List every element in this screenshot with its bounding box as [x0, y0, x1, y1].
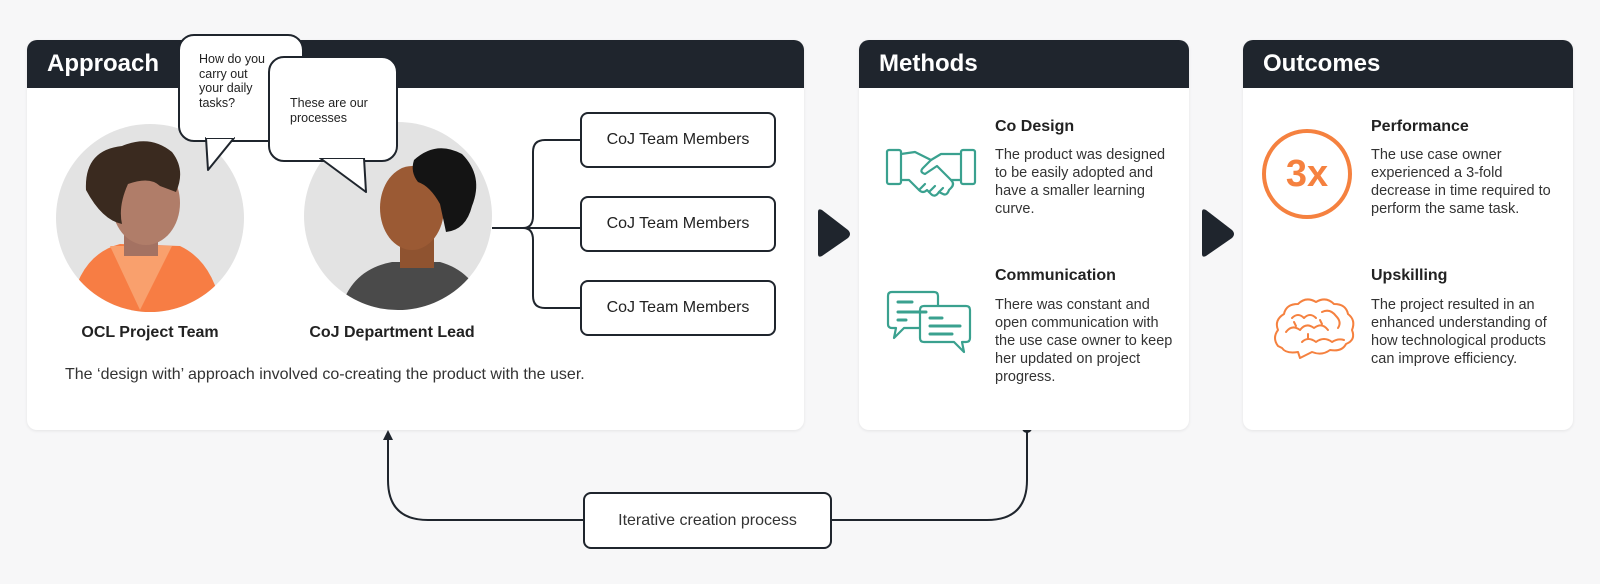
answer-bubble: These are our processes [268, 56, 398, 162]
performance-badge-value: 3x [1285, 153, 1329, 195]
answer-bubble-tail [318, 154, 367, 193]
outcomes-item-title: Performance [1371, 118, 1469, 135]
methods-item-title: Co Design [995, 118, 1075, 135]
handshake-icon [885, 148, 977, 197]
coj-department-lead-label: CoJ Department Lead [309, 324, 475, 341]
methods-item-description: There was constant and open communicatio… [995, 297, 1173, 385]
methods-header: Methods [859, 40, 1189, 88]
team-members-box: CoJ Team Members [580, 196, 776, 252]
methods-item-description: The product was designed to be easily ad… [995, 147, 1166, 217]
loop-arrowhead-icon [383, 430, 393, 440]
question-bubble-text: How do you carry out your daily tasks? [199, 52, 266, 110]
methods-panel: Methods [859, 40, 1189, 430]
team-members-box: CoJ Team Members [580, 280, 776, 336]
ocl-project-team-label: OCL Project Team [81, 324, 219, 341]
arrow-to-methods-icon [818, 209, 850, 257]
outcomes-item-description: The use case owner experienced a 3-fold … [1371, 147, 1551, 217]
arrow-to-outcomes-icon [1202, 209, 1234, 257]
answer-bubble-text: These are our processes [290, 96, 368, 125]
brain-icon [1274, 298, 1355, 359]
outcomes-item-title: Upskilling [1371, 267, 1448, 284]
chat-bubbles-icon [886, 290, 972, 354]
team-members-box: CoJ Team Members [580, 112, 776, 168]
outcomes-header: Outcomes [1243, 40, 1573, 88]
outcomes-item-description: The project resulted in an enhanced unde… [1371, 297, 1547, 367]
outcomes-panel: Outcomes [1243, 40, 1573, 430]
question-bubble-tail [205, 134, 235, 171]
approach-header: Approach [27, 40, 804, 88]
performance-badge: 3x [1262, 129, 1352, 219]
methods-item-title: Communication [995, 267, 1116, 284]
iterative-process-box: Iterative creation process [583, 492, 832, 549]
approach-caption: The ‘design with’ approach involved co-c… [65, 366, 585, 383]
